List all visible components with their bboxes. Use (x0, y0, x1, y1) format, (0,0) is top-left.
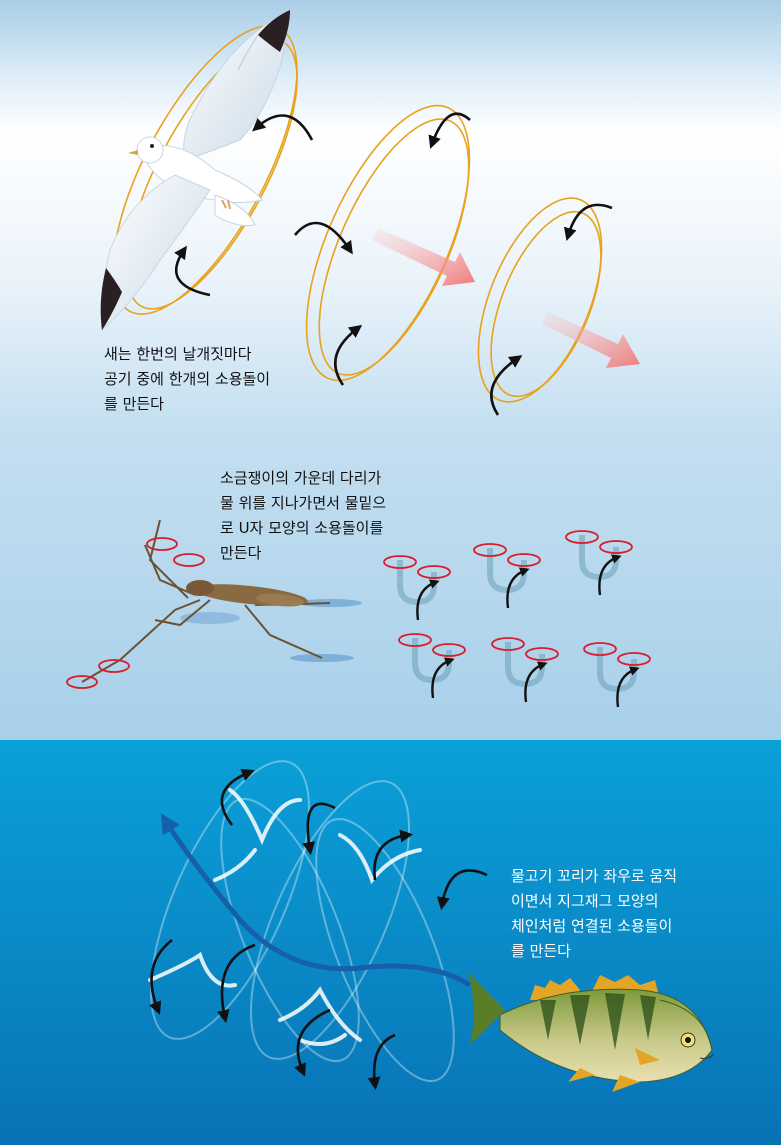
u-shaped-vortices (384, 531, 650, 707)
fish-caption: 물고기 꼬리가 좌우로 움직 이면서 지그재그 모양의 체인처럼 연결된 소용돌… (511, 864, 677, 964)
water-strider-caption: 소금쟁이의 가운데 다리가 물 위를 지나가면서 물밑으 로 U자 모양의 소용… (220, 466, 386, 566)
fish-rotation-arrows (152, 772, 487, 1085)
bird-caption: 새는 한번의 날개짓마다 공기 중에 한개의 소용돌이 를 만든다 (104, 342, 270, 417)
perch-fish-illustration (468, 972, 714, 1092)
seagull-illustration (101, 10, 290, 330)
bird-flow-arrows (372, 228, 640, 368)
fish-vortex-chain (119, 741, 482, 1098)
